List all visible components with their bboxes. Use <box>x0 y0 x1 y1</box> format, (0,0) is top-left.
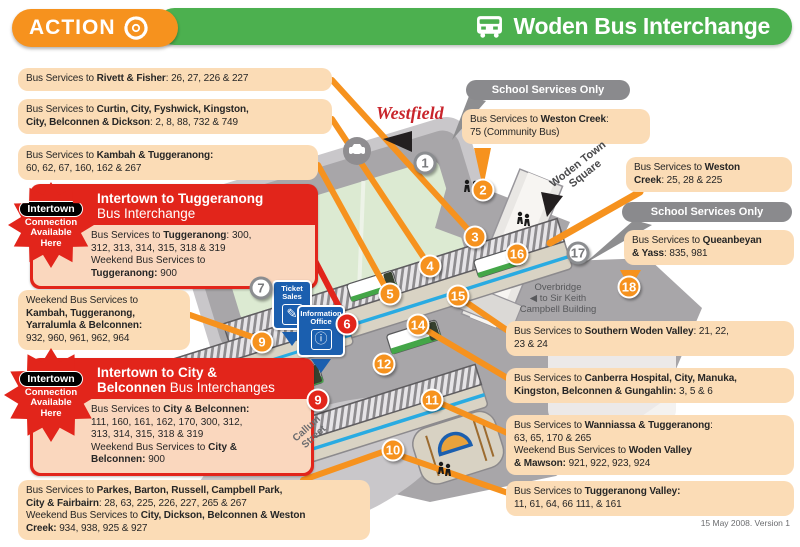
school-services-pill-1: School Services Only <box>466 80 630 100</box>
action-logo-text: ACTION <box>29 16 116 39</box>
stop-marker-14: 14 <box>406 313 430 337</box>
stop-marker-10: 10 <box>381 438 405 462</box>
westfield-label: Westfield <box>376 103 444 123</box>
stop-marker-3: 3 <box>463 225 487 249</box>
stop-marker-7: 7 <box>249 276 273 300</box>
intertown-badge: Intertown <box>19 201 83 218</box>
stop-marker-5: 5 <box>378 282 402 306</box>
callout-wanniassa-tuggeranong: Bus Services to Wanniassa & Tuggeranong:… <box>506 415 794 475</box>
information-office-arrow-icon <box>311 359 331 373</box>
information-icon: ⓘ <box>310 328 332 350</box>
callout-southern-woden-valley: Bus Services to Southern Woden Valley: 2… <box>506 321 794 356</box>
woden-town-square-arrow-icon <box>541 192 563 217</box>
overbridge-label: Overbridge ◀ to Sir Keith Campbell Build… <box>519 282 597 315</box>
stop-marker-9: 9 <box>306 388 330 412</box>
callout-rivett-fisher: Bus Services to Rivett & Fisher: 26, 27,… <box>18 68 332 91</box>
stop-marker-11: 11 <box>420 388 444 412</box>
westfield-arrow-icon <box>383 131 412 152</box>
version-label: 15 May 2008. Version 1 <box>700 518 790 528</box>
stop-marker-9: 9 <box>250 330 274 354</box>
callout-canberra-hospital: Bus Services to Canberra Hospital, City,… <box>506 368 794 403</box>
callout-weston-creek-75: Bus Services to Weston Creek: 75 (Commun… <box>462 109 650 144</box>
taxi-icon <box>343 137 371 165</box>
intertown-badge-text: Connection Available Here <box>24 387 78 419</box>
ticket-sales-label: Ticket Sales <box>281 284 303 302</box>
stop-marker-6: 6 <box>335 312 359 336</box>
intertown-badge-text: Connection Available Here <box>24 217 78 249</box>
bus-icon <box>477 16 503 38</box>
callout-queanbeyan-yass: Bus Services to Queanbeyan & Yass: 835, … <box>624 230 794 265</box>
callout-kambah-tuggeranong: Bus Services to Kambah & Tuggeranong: 60… <box>18 145 318 180</box>
stop-marker-4: 4 <box>418 254 442 278</box>
callout-weekend-kambah: Weekend Bus Services to Kambah, Tuggeran… <box>18 290 190 350</box>
action-logo: ACTION <box>12 9 178 47</box>
stop-marker-1: 1 <box>413 151 437 175</box>
stop-marker-18: 18 <box>617 275 641 299</box>
stop-marker-15: 15 <box>446 284 470 308</box>
stop-marker-17: 17 <box>566 241 590 265</box>
stop-marker-16: 16 <box>505 242 529 266</box>
intertown-city-title: Intertown to City & Belconnen Bus Interc… <box>97 365 275 395</box>
action-swirl-icon <box>123 16 148 40</box>
school-services-pill-2: School Services Only <box>622 202 792 222</box>
header-bar: Woden Bus Interchange <box>156 8 792 45</box>
stop-marker-12: 12 <box>372 352 396 376</box>
stop-marker-2: 2 <box>471 178 495 202</box>
information-office-sign: Information Office ⓘ <box>297 305 345 357</box>
page-title: Woden Bus Interchange <box>513 13 770 39</box>
information-office-label: Information Office <box>300 309 342 327</box>
intertown-badge: Intertown <box>19 371 83 388</box>
callout-weston-creek-25: Bus Services to Weston Creek: 25, 28 & 2… <box>626 157 792 192</box>
callout-parkes-barton: Bus Services to Parkes, Barton, Russell,… <box>18 480 370 540</box>
callout-curtin-city: Bus Services to Curtin, City, Fyshwick, … <box>18 99 332 134</box>
intertown-tuggeranong-title: Intertown to Tuggeranong Bus Interchange <box>97 191 264 221</box>
callout-tuggeranong-valley: Bus Services to Tuggeranong Valley: 11, … <box>506 481 794 516</box>
